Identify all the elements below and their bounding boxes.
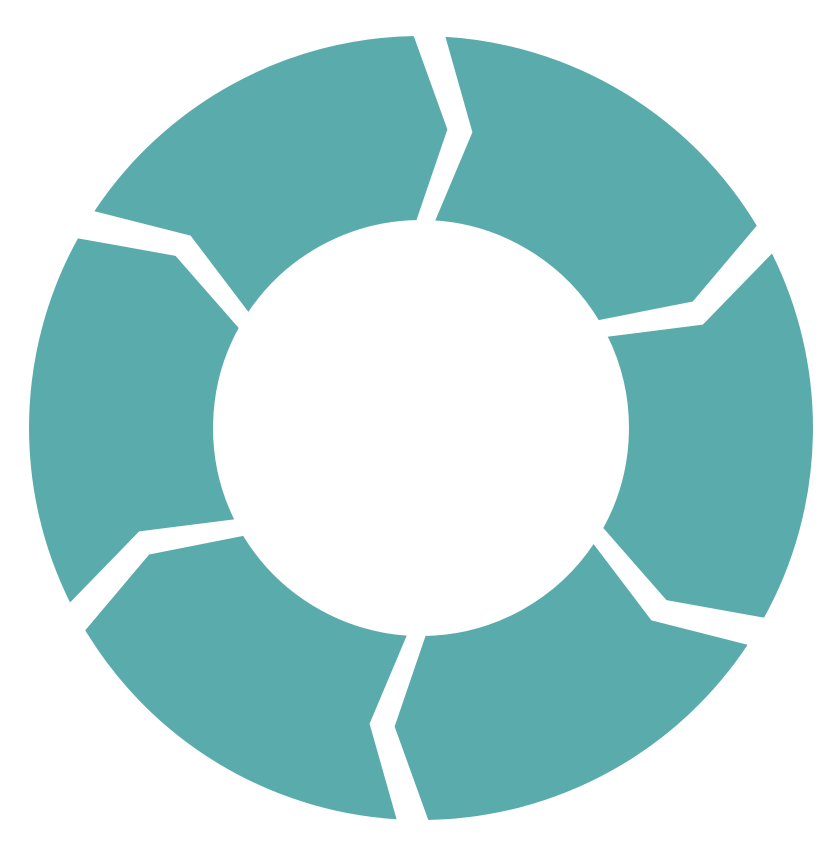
- cycle-arrow-segment-5: [25, 233, 244, 610]
- cycle-arrow-segment-1: [429, 32, 762, 325]
- cycle-arrow-segment-4: [80, 531, 413, 824]
- cycle-arrow-segment-3: [390, 537, 755, 825]
- cycle-arrow-segment-6: [87, 31, 452, 319]
- cycle-arrow-segment-2: [598, 246, 817, 623]
